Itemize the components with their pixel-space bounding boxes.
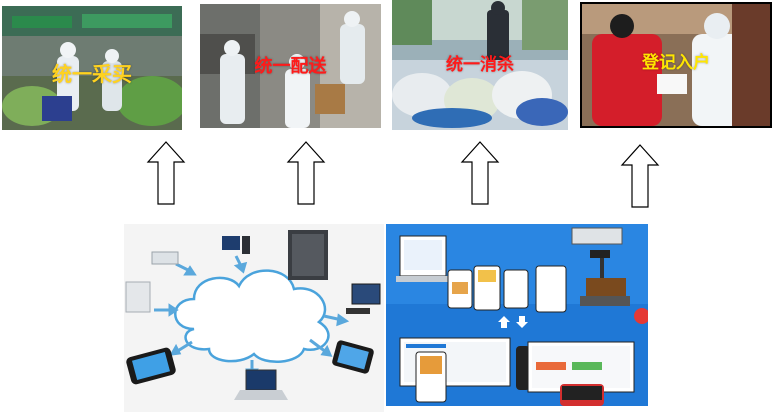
phone-icon: [126, 347, 176, 385]
photo-unified-disinfection: 统一消杀: [392, 0, 568, 130]
up-arrow-icon: [146, 141, 186, 205]
cloud-network-diagram: [124, 224, 384, 412]
photo-caption: 登记入户: [642, 53, 710, 73]
photo-caption: 统一采买: [52, 62, 132, 86]
disinfection-scene-image: [392, 0, 568, 130]
pc-icon: [222, 236, 250, 254]
cloud-icon: [125, 230, 381, 400]
purchase-scene-image: [2, 6, 182, 130]
server-tower-icon: [125, 281, 151, 313]
delivery-scene-image: [200, 4, 381, 128]
monitor-icon: [346, 283, 381, 314]
photo-unified-purchase: 统一采买: [2, 6, 182, 130]
photo-caption: 统一消杀: [446, 55, 514, 75]
devices-illustration: [386, 224, 648, 406]
router-icon: [151, 251, 179, 265]
up-arrow-icon: [620, 144, 660, 208]
up-down-arrows-icon: [498, 316, 528, 328]
register-scene-image: [582, 4, 770, 126]
smart-retail-devices-panel: [386, 224, 648, 406]
photo-unified-delivery: 统一配送: [200, 4, 381, 128]
tablet-icon: [332, 340, 374, 374]
server-rack-icon: [288, 230, 328, 280]
laptop-icon: [234, 369, 288, 400]
photo-register-household: 登记入户: [580, 2, 772, 128]
photo-caption: 统一配送: [254, 56, 327, 77]
up-arrow-icon: [286, 141, 326, 205]
up-arrow-icon: [460, 141, 500, 205]
